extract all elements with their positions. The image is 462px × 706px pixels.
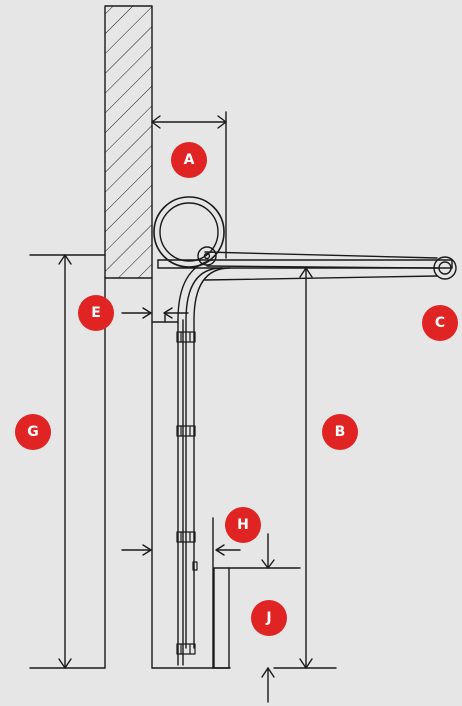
door-thickness-arrow xyxy=(121,544,152,556)
dimension-e xyxy=(121,307,189,319)
spring-drum xyxy=(153,196,225,268)
marker-j: J xyxy=(251,600,287,636)
front-pulley xyxy=(197,246,217,266)
horizontal-track xyxy=(157,251,453,281)
side-wall xyxy=(104,277,153,669)
marker-g: G xyxy=(15,414,51,450)
curved-track xyxy=(177,259,231,649)
dimension-b xyxy=(273,267,337,669)
marker-e: E xyxy=(78,295,114,331)
marker-c: C xyxy=(422,305,458,341)
marker-h: H xyxy=(225,507,261,543)
rear-pulley xyxy=(433,256,457,280)
dimension-j xyxy=(228,533,301,703)
header-wall xyxy=(104,5,153,279)
dimension-a xyxy=(151,111,227,259)
marker-b: B xyxy=(322,414,358,450)
dimension-g xyxy=(29,254,106,669)
hinge-brackets xyxy=(176,331,198,655)
door-panel xyxy=(151,314,184,666)
marker-a: A xyxy=(171,142,207,178)
side-post xyxy=(212,517,230,669)
dimension-h xyxy=(215,544,241,556)
